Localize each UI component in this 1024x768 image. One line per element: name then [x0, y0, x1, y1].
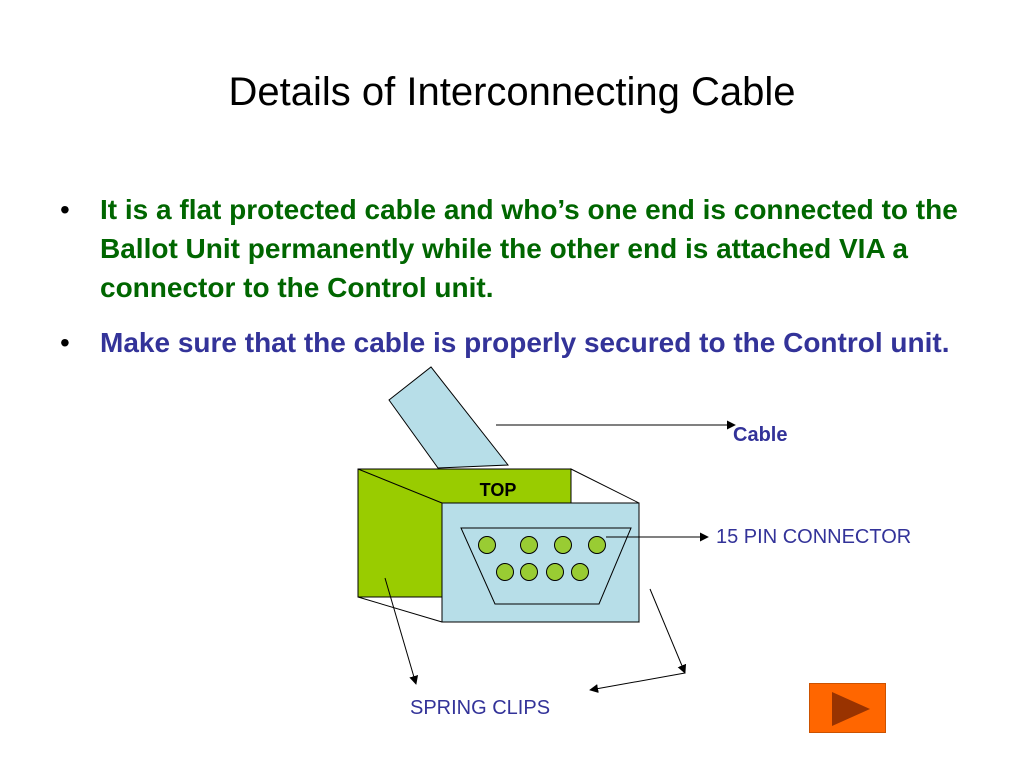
- pin: [478, 536, 496, 554]
- spring-clip-left-arrow: [384, 577, 419, 685]
- spring-clip-right-arrow: [649, 588, 687, 674]
- spring-clips-arrow: [589, 672, 686, 694]
- connector-label: 15 PIN CONNECTOR: [716, 526, 912, 548]
- body-edge: [357, 596, 443, 623]
- pin: [520, 563, 538, 581]
- bullet-list: • It is a flat protected cable and who’s…: [58, 190, 958, 362]
- body-edge: [357, 468, 443, 504]
- bullet-text: Make sure that the cable is properly sec…: [100, 327, 950, 358]
- cable-label: Cable: [733, 424, 788, 446]
- bullet-text: It is a flat protected cable and who’s o…: [100, 194, 958, 303]
- bullet-dot-icon: •: [60, 194, 70, 225]
- pin: [496, 563, 514, 581]
- bullet-dot-icon: •: [60, 327, 70, 358]
- pin: [588, 536, 606, 554]
- pin: [554, 536, 572, 554]
- bullet-item: • Make sure that the cable is properly s…: [58, 323, 958, 362]
- pin: [520, 536, 538, 554]
- flat-cable: [388, 366, 509, 469]
- top-label: TOP: [479, 480, 517, 500]
- pin: [571, 563, 589, 581]
- next-slide-button[interactable]: [809, 683, 886, 733]
- play-triangle-icon: [832, 692, 870, 726]
- slide-title: Details of Interconnecting Cable: [228, 70, 796, 114]
- bullet-item: • It is a flat protected cable and who’s…: [58, 190, 958, 307]
- pin: [546, 563, 564, 581]
- spring-clips-label: SPRING CLIPS: [410, 697, 551, 719]
